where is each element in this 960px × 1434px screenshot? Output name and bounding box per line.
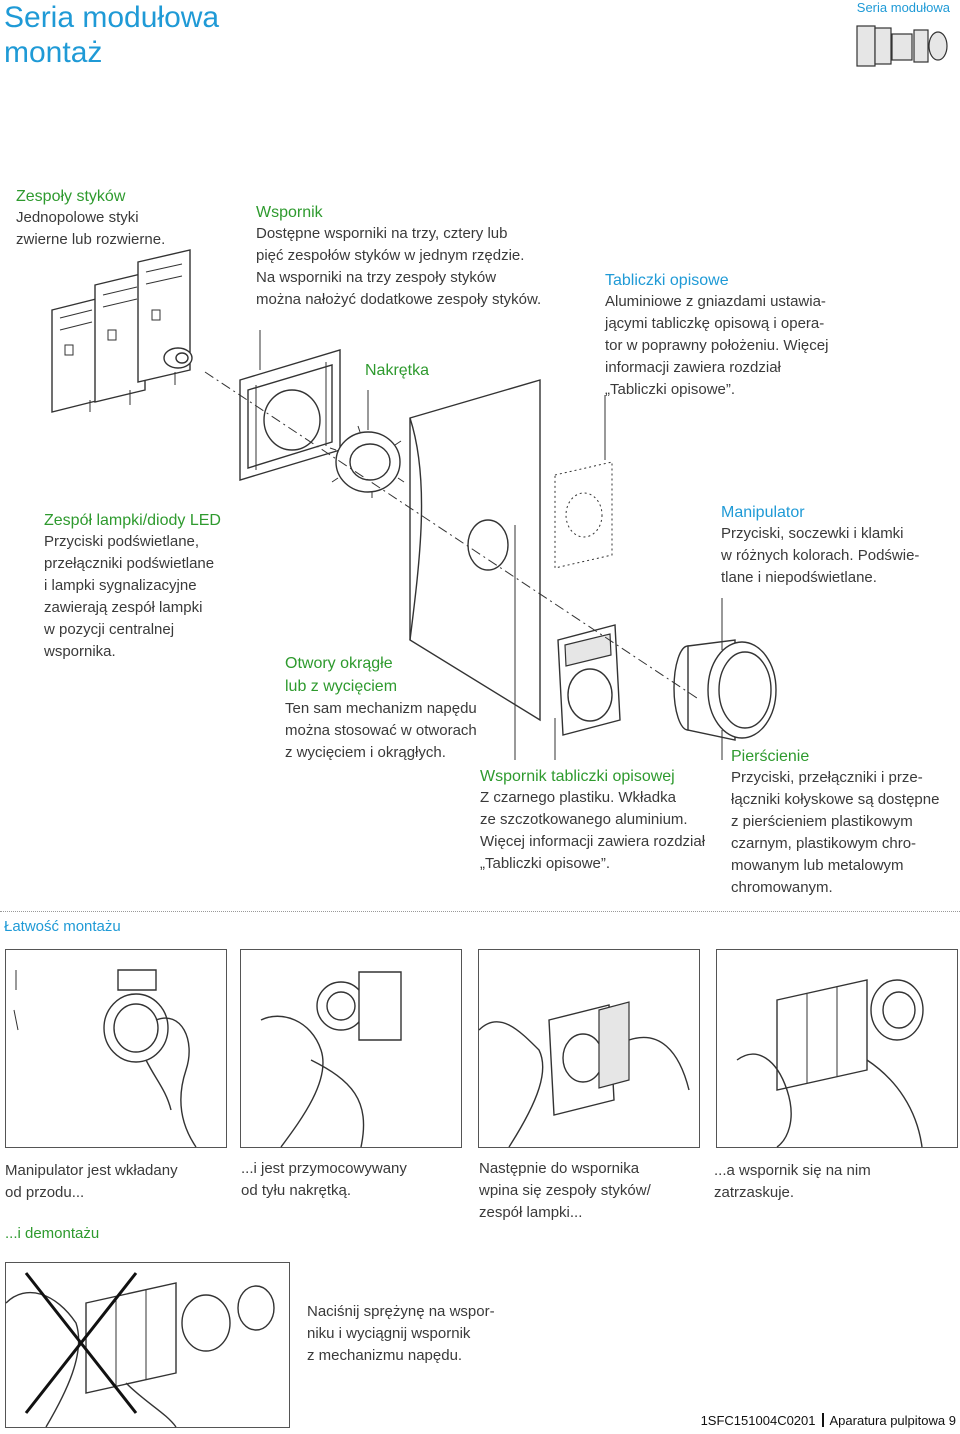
- section-divider: [0, 911, 960, 912]
- footer-label: Aparatura pulpitowa: [829, 1413, 946, 1428]
- callout-heading: Tabliczki opisowe: [605, 272, 729, 289]
- callout-heading: Zespoły styków: [16, 188, 126, 205]
- title-line-2: montaż: [4, 36, 103, 69]
- callout-rings: Pierścienie Przyciski, przełączniki i pr…: [731, 746, 959, 899]
- callout-text: Przyciski, soczewki i klamki w różnych k…: [721, 525, 920, 586]
- disassembly-caption: Naciśnij sprężynę na wspor- niku i wycią…: [307, 1303, 495, 1364]
- callout-text: Aluminiowe z gniazdami ustawia- jącymi t…: [605, 293, 829, 398]
- callout-text: Przyciski, przełączniki i prze- łączniki…: [731, 769, 940, 896]
- contact-blocks-drawing: [51, 249, 193, 413]
- callout-lamp-block: Zespół lampki/diody LED Przyciski podświ…: [44, 510, 264, 663]
- hand-remove-bracket-drawing: [5, 1272, 275, 1428]
- section-heading: Łatwość montażu: [4, 918, 121, 935]
- module-thumbnail-icon: [856, 25, 948, 67]
- hand-attach-contact-block-drawing: [478, 1001, 690, 1148]
- step-panel-1: [5, 949, 227, 1148]
- callout-text: Jednopolowe styki zwierne lub rozwierne.: [16, 209, 166, 248]
- callout-heading: Manipulator: [721, 504, 805, 521]
- footer-separator: [821, 1413, 824, 1427]
- callout-text: Z czarnego plastiku. Wkładka ze szczotko…: [480, 789, 706, 872]
- title-line-1: Seria modułowa: [4, 1, 220, 34]
- bracket-drawing: [239, 349, 341, 481]
- callout-heading: Nakrętka: [365, 362, 430, 379]
- callout-actuator: Manipulator Przyciski, soczewki i klamki…: [721, 502, 956, 589]
- callout-contact-blocks: Zespoły styków Jednopolowe styki zwierne…: [16, 186, 216, 251]
- actuator-drawing: [673, 639, 777, 741]
- step-panel-3: [478, 949, 700, 1148]
- bracket-snap-drawing: [736, 979, 924, 1148]
- round-hole-drawing: [467, 519, 509, 571]
- step-panel-4: [716, 949, 958, 1148]
- callout-nut: Nakrętka: [365, 360, 429, 381]
- hand-fasten-nut-drawing: [260, 971, 402, 1148]
- step-caption-3: Następnie do wspornika wpina się zespoły…: [479, 1160, 651, 1221]
- callout-legend-holder: Wspornik tabliczki opisowej Z czarnego p…: [480, 766, 720, 875]
- callout-text: Dostępne wsporniki na trzy, cztery lub p…: [256, 225, 542, 308]
- document-code: 1SFC151004C0201: [700, 1413, 816, 1428]
- callout-heading: Zespół lampki/diody LED: [44, 512, 221, 529]
- callout-text: Przyciski podświetlane, przełączniki pod…: [44, 533, 215, 660]
- page-number: 9: [948, 1413, 956, 1428]
- step-caption-2: ...i jest przymocowywany od tyłu nakrętk…: [241, 1160, 407, 1199]
- callout-legend-plates: Tabliczki opisowe Aluminiowe z gniazdami…: [605, 270, 865, 401]
- callout-heading: Wspornik tabliczki opisowej: [480, 768, 675, 785]
- callout-heading: Pierścienie: [731, 748, 810, 765]
- step-caption-4: ...a wspornik się na nim zatrzaskuje.: [714, 1162, 871, 1201]
- mounting-panel-drawing: [409, 379, 541, 722]
- disassembly-heading: ...i demontażu: [5, 1225, 100, 1242]
- cross-mark-icon: [24, 1272, 138, 1414]
- legend-plate-drawing: [554, 461, 613, 569]
- disassembly-panel: [5, 1262, 290, 1428]
- step-caption-1: Manipulator jest wkładany od przodu...: [5, 1162, 178, 1201]
- series-label: Seria modułowa: [856, 0, 950, 15]
- callout-holes: Otwory okrągłe lub z wycięciem Ten sam m…: [285, 652, 515, 764]
- hand-insert-actuator-drawing: [13, 969, 197, 1148]
- legend-holder-drawing: [557, 624, 621, 736]
- callout-text: Ten sam mechanizm napędu można stosować …: [285, 700, 477, 761]
- callout-heading: Wspornik: [256, 204, 323, 221]
- page-title: Seria modułowa montaż: [4, 0, 219, 70]
- page-footer: 1SFC151004C0201 Aparatura pulpitowa 9: [701, 1413, 956, 1428]
- callout-bracket: Wspornik Dostępne wsporniki na trzy, czt…: [256, 202, 596, 311]
- step-panel-2: [240, 949, 462, 1148]
- exploded-assembly-drawing: [51, 249, 777, 760]
- nut-drawing: [329, 425, 405, 498]
- callout-heading: Otwory okrągłe lub z wycięciem: [285, 655, 398, 695]
